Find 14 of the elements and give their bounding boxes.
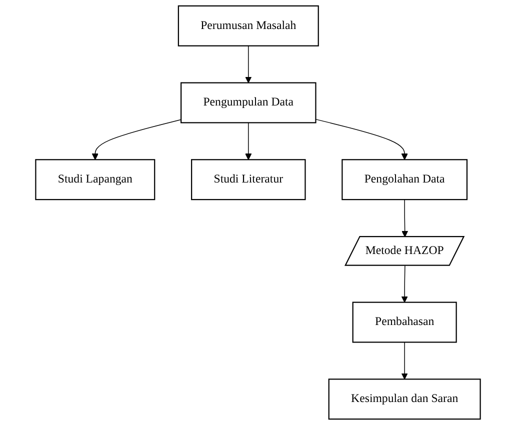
node-box: Studi Lapangan <box>35 159 156 200</box>
node-box: Pengumpulan Data <box>180 82 316 124</box>
node-box: Pengolahan Data <box>342 159 468 200</box>
arrow <box>315 118 408 160</box>
node-box: Studi Literatur <box>191 159 306 200</box>
arrow <box>245 45 252 84</box>
node-box: Pembahasan <box>352 302 457 343</box>
node-box: Perumusan Masalah <box>178 5 319 46</box>
arrow <box>402 199 408 238</box>
node-box: Kesimpulan dan Saran <box>328 378 481 420</box>
arrow <box>401 342 408 380</box>
arrow <box>92 119 182 160</box>
arrow <box>401 265 408 303</box>
arrow <box>245 122 252 160</box>
